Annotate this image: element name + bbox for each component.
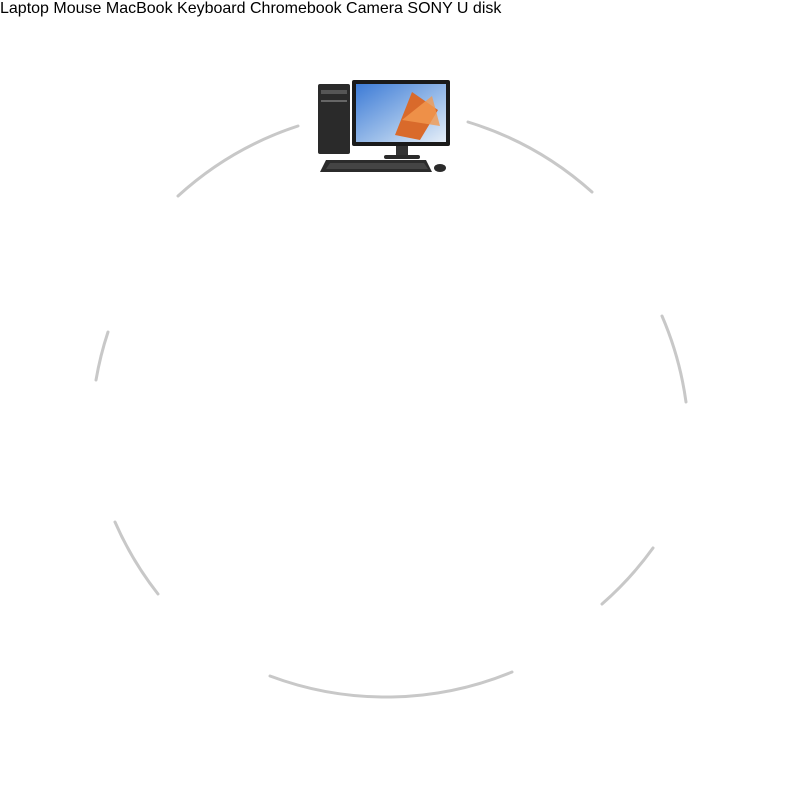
- label-udisk: U disk: [456, 0, 502, 17]
- usb-drive-icon: SONY: [407, 0, 457, 17]
- label-chromebook: Chromebook: [249, 0, 342, 17]
- usb-drive-brand: SONY: [407, 0, 453, 17]
- desktop-computer-icon: [318, 80, 450, 172]
- connection-ring: [94, 120, 688, 699]
- label-mouse: Mouse: [53, 0, 102, 17]
- label-keyboard: Keyboard: [177, 0, 246, 17]
- label-macbook: MacBook: [105, 0, 173, 17]
- label-camera: Camera: [346, 0, 403, 17]
- label-laptop: Laptop: [0, 0, 49, 17]
